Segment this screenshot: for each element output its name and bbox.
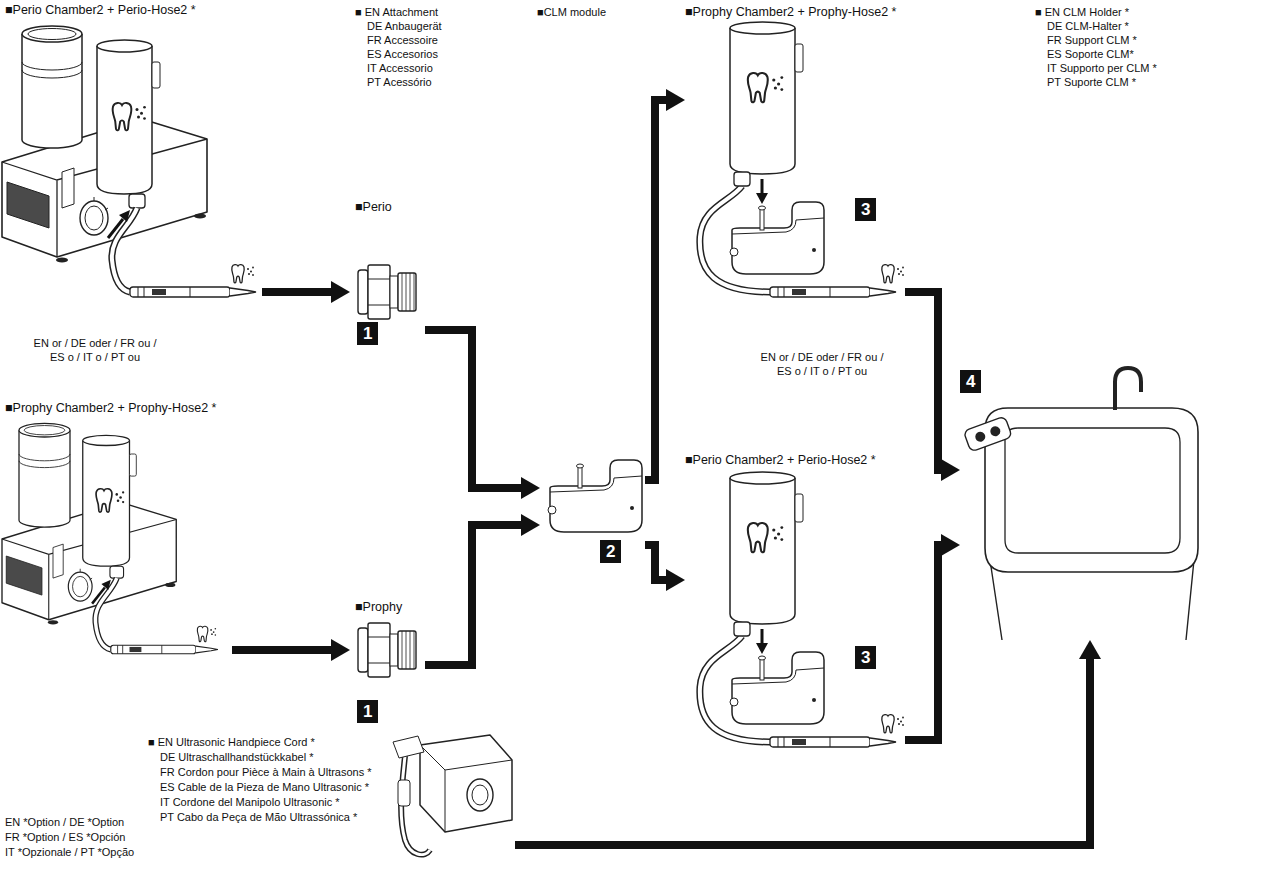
callout-number: 1 xyxy=(357,322,378,345)
column-header: PT Acessório xyxy=(367,75,432,89)
part-heading: ■Perio Chamber2 + Perio-Hose2 * xyxy=(5,3,196,18)
language-label: PT Cabo da Peça de Mão Ultrassónica * xyxy=(160,810,357,824)
perio-attachment-drawing xyxy=(358,265,416,319)
prophy-unit-drawing xyxy=(2,423,218,653)
flow-arrow xyxy=(645,100,666,480)
language-label: IT Cordone del Manipolo Ultrasonic * xyxy=(160,795,340,809)
device-unit: ■Perio Chamber2 + Perio-Hose2 * xyxy=(0,0,262,305)
perio-unit-drawing xyxy=(2,26,256,297)
sink-drawing xyxy=(963,368,1198,640)
prophy-attachment-drawing xyxy=(358,623,416,677)
option-note: FR *Option / ES *Opción xyxy=(5,830,125,844)
language-label: ■ EN Ultrasonic Handpiece Cord * xyxy=(148,735,315,749)
clm-holder-sink: 4 xyxy=(960,370,1205,640)
column-header: ■ EN CLM Holder * xyxy=(1035,5,1129,19)
callout-number: 2 xyxy=(600,540,621,563)
language-label: ES Cable de la Pieza de Mano Ultrasonic … xyxy=(160,780,369,794)
callout-number: 3 xyxy=(855,198,876,221)
part-heading: ■Prophy Chamber2 + Prophy-Hose2 * xyxy=(685,5,896,20)
column-header: IT Supporto per CLM * xyxy=(1047,61,1157,75)
column-header: ES Accesorios xyxy=(367,47,438,61)
callout-number: 1 xyxy=(357,700,378,723)
flow-arrow xyxy=(425,330,521,488)
column-header: ES Soporte CLM* xyxy=(1047,47,1134,61)
flow-arrow xyxy=(905,292,941,470)
flow-arrow xyxy=(905,545,941,740)
or-note: EN or / DE oder / FR ou / ES o / IT o / … xyxy=(752,350,892,378)
flow-arrow xyxy=(645,545,666,580)
or-note: EN or / DE oder / FR ou / ES o / IT o / … xyxy=(25,336,165,364)
option-note: EN *Option / DE *Option xyxy=(5,815,124,829)
ultrasonic-cord: ■ EN Ultrasonic Handpiece Cord *DE Ultra… xyxy=(148,735,515,865)
callout-number: 4 xyxy=(960,370,981,393)
column-header: FR Support CLM * xyxy=(1047,33,1137,47)
language-label: FR Cordon pour Pièce à Main à Ultrasons … xyxy=(160,765,372,779)
flow-arrow xyxy=(232,646,331,654)
option-note: IT *Opzionale / PT *Opção xyxy=(5,845,134,859)
column-header: ■CLM module xyxy=(537,5,606,19)
column-header: IT Accessorio xyxy=(367,61,433,75)
prophy-chamber-on-clm-drawing xyxy=(700,22,904,297)
cord-unit-drawing xyxy=(393,735,512,855)
flow-arrow xyxy=(262,288,331,296)
clm-module: 2 xyxy=(540,455,645,575)
part-heading: ■Perio Chamber2 + Perio-Hose2 * xyxy=(685,453,876,468)
part-heading: ■Perio xyxy=(355,200,392,215)
column-header: FR Accessoire xyxy=(367,33,438,47)
column-header: ■ EN Attachment xyxy=(355,5,438,19)
column-header: PT Suporte CLM * xyxy=(1047,75,1136,89)
callout-number: 3 xyxy=(855,646,876,669)
attachment: ■Perio 1 xyxy=(350,200,425,350)
column-header: DE Anbaugerät xyxy=(367,19,442,33)
perio-chamber-on-clm-drawing xyxy=(700,472,904,747)
part-heading: ■Prophy xyxy=(355,600,402,615)
part-heading: ■Prophy Chamber2 + Prophy-Hose2 * xyxy=(5,401,216,416)
column-header: DE CLM-Halter * xyxy=(1047,19,1129,33)
chamber-on-clm: ■Perio Chamber2 + Perio-Hose2 * 3 xyxy=(685,450,905,765)
flow-arrow xyxy=(515,659,1090,845)
language-label: DE Ultraschallhandstückkabel * xyxy=(160,750,313,764)
device-unit: ■Prophy Chamber2 + Prophy-Hose2 * xyxy=(0,398,232,662)
attachment: ■Prophy 1 xyxy=(350,598,425,728)
flow-arrow xyxy=(425,525,521,665)
clm-module-drawing xyxy=(548,460,642,532)
chamber-on-clm: ■Prophy Chamber2 + Prophy-Hose2 * 3 xyxy=(685,2,905,305)
